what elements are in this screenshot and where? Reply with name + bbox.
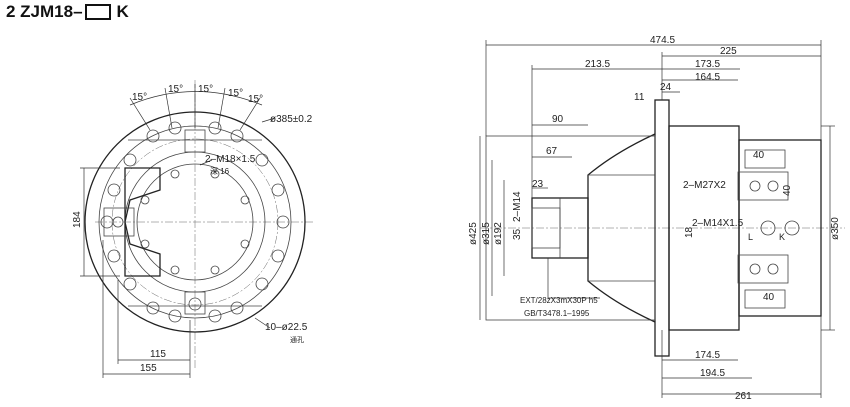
dim-174-5: 174.5	[695, 350, 720, 361]
dim-213-5: 213.5	[585, 59, 610, 70]
dim-d350: ø350	[830, 217, 841, 240]
dim-11: 11	[634, 92, 645, 103]
port-thread-m27: 2–M27X2	[683, 180, 726, 191]
thread-m14: 2–M14	[512, 191, 523, 222]
spline-spec: EXT/28zX3mX30P h5	[520, 296, 598, 305]
dim-225: 225	[720, 46, 737, 57]
dim-d192: ø192	[493, 222, 504, 245]
dim-173-5: 173.5	[695, 59, 720, 70]
dim-40-bottom: 40	[763, 292, 775, 303]
bolt-holes	[100, 121, 290, 323]
angle-label: 15°	[168, 84, 183, 95]
dim-90: 90	[552, 114, 564, 125]
inner-bolt-ring	[140, 169, 250, 275]
angle-label: 15°	[132, 92, 147, 103]
model-title-prefix: 2 ZJM18–	[6, 2, 83, 21]
dim-40-right: 40	[782, 184, 793, 196]
dim-67: 67	[546, 146, 558, 157]
dim-23: 23	[532, 179, 544, 190]
dim-d425: ø425	[468, 222, 479, 245]
dim-18: 18	[684, 226, 695, 238]
port-L: L	[748, 232, 753, 242]
thread-label: 2–M18×1.5	[205, 154, 256, 165]
dim-164-5: 164.5	[695, 72, 720, 83]
dim-115: 115	[150, 349, 166, 360]
dim-d315: ø315	[481, 222, 492, 245]
dim-261: 261	[735, 391, 752, 402]
angle-label: 15°	[198, 84, 213, 95]
thread-depth-note: 深 16	[210, 167, 230, 176]
dim-474-5: 474.5	[650, 35, 675, 46]
model-title-suffix: K	[116, 2, 129, 21]
side-view: 474.5 225 213.5 173.5 164.5 11 24 90 67 …	[468, 35, 845, 402]
dim-40-top: 40	[753, 150, 765, 161]
model-code-box	[84, 4, 111, 20]
model-title: 2 ZJM18– K	[6, 2, 129, 22]
front-view: 15° 15° 15° 15° 15° ø385±0.2 2–M18×1.5 深…	[72, 80, 315, 378]
pcd-label: ø385±0.2	[270, 114, 313, 125]
holes-label: 10–ø22.5	[265, 322, 308, 333]
port-thread-m14: 2–M14X1.5	[692, 218, 744, 229]
dim-194-5: 194.5	[700, 368, 725, 379]
angle-label: 15°	[248, 94, 263, 105]
dim-184: 184	[72, 211, 83, 228]
port-K: K	[779, 232, 785, 242]
dim-24: 24	[660, 82, 672, 93]
spline-standard: GB/T3478.1–1995	[524, 309, 590, 318]
dim-35: 35	[512, 228, 523, 240]
holes-note: 通孔	[290, 335, 304, 344]
angle-label: 15°	[228, 88, 243, 99]
dim-155: 155	[140, 363, 157, 374]
